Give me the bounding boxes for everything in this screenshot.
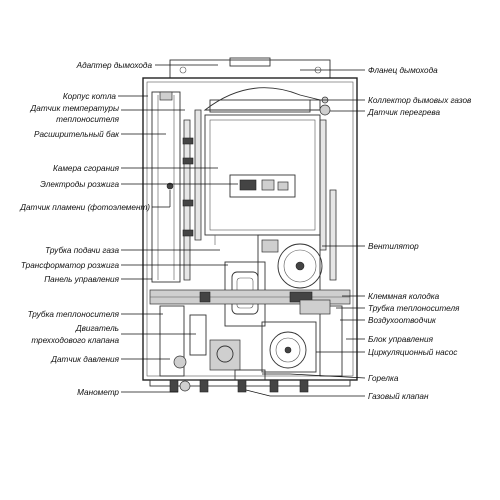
label-temp-sensor-line2: теплоносителя [56, 115, 119, 124]
label-air-vent: Воздухоотводчик [368, 316, 437, 325]
label-gas-supply-tube: Трубка подачи газа [45, 246, 119, 255]
label-overheat-sensor: Датчик перегрева [367, 108, 440, 117]
lower-hydraulics [159, 299, 343, 381]
label-terminal-block: Клеммная колодка [368, 292, 440, 301]
label-heat-carrier-tube-left: Трубка теплоносителя [28, 310, 120, 319]
label-control-panel: Панель управления [44, 275, 119, 284]
labels-left: Адаптер дымохода Корпус котла Датчик тем… [19, 61, 152, 397]
expansion-tank [151, 91, 181, 283]
label-temp-sensor-line1: Датчик температуры [30, 104, 119, 113]
labels-right: Фланец дымохода Коллектор дымовых газов … [367, 66, 472, 401]
fan [257, 234, 323, 296]
label-boiler-casing: Корпус котла [63, 92, 117, 101]
label-pressure-sensor: Датчик давления [50, 355, 119, 364]
label-flue-gas-collector: Коллектор дымовых газов [368, 96, 472, 105]
leader-lines-right [245, 69, 366, 397]
label-flame-sensor: Датчик пламени (фотоэлемент) [19, 203, 150, 212]
flue-collector [203, 87, 331, 116]
label-control-unit: Блок управления [368, 335, 434, 344]
label-ignition-electrodes: Электроды розжига [40, 180, 119, 189]
label-valve-motor-line2: трехходового клапана [31, 336, 119, 345]
combustion-chamber [166, 114, 321, 245]
label-combustion-chamber: Камера сгорания [53, 164, 120, 173]
heat-carrier-pipes [182, 109, 337, 281]
label-expansion-tank: Расширительный бак [34, 130, 120, 139]
label-heat-carrier-tube-right: Трубка теплоносителя [368, 304, 460, 313]
label-burner: Горелка [368, 374, 399, 383]
label-flue-flange: Фланец дымохода [368, 66, 438, 75]
label-fan: Вентилятор [368, 242, 419, 251]
label-circulation-pump: Циркуляционный насос [368, 348, 457, 357]
label-manometer: Манометр [77, 388, 119, 397]
label-valve-motor-line1: Двигатель [75, 324, 119, 333]
label-flue-adapter: Адаптер дымохода [76, 61, 153, 70]
leader-lines-left [118, 64, 238, 393]
label-gas-valve: Газовый клапан [368, 392, 429, 401]
label-ignition-transformer: Трансформатор розжига [21, 261, 120, 270]
